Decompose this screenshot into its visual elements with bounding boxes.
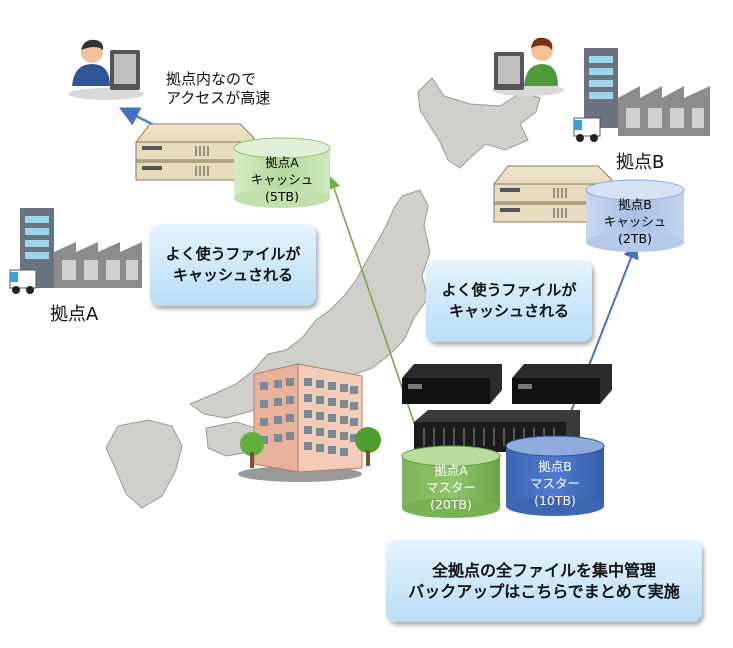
- hq-note: 拠点内なので アクセスが高速: [166, 70, 270, 108]
- master-b-line-2: マスター: [506, 475, 604, 492]
- site-a-callout-line-2: キャッシュされる: [173, 265, 293, 286]
- master-a-line-2: マスター: [402, 479, 500, 496]
- building-icon: [238, 364, 381, 482]
- site-b-callout-line-2: キャッシュされる: [449, 301, 569, 322]
- cache-b-line-3: (2TB): [586, 230, 684, 247]
- cache-b-line-1: 拠点B: [586, 196, 684, 213]
- factory-icon: [10, 208, 142, 294]
- hq-note-line-1: 拠点内なので: [166, 70, 270, 89]
- cache-b-label: 拠点B キャッシュ (2TB): [586, 196, 684, 247]
- site-a-callout-line-1: よく使うファイルが: [166, 244, 301, 265]
- master-a-label: 拠点A マスター (20TB): [402, 462, 500, 513]
- site-a-label: 拠点A: [50, 300, 98, 326]
- master-b-line-1: 拠点B: [506, 458, 604, 475]
- site-a-callout: よく使うファイルが キャッシュされる: [150, 224, 316, 306]
- master-b-label: 拠点B マスター (10TB): [506, 458, 604, 509]
- cache-b-line-2: キャッシュ: [586, 213, 684, 230]
- cache-a-line-1: 拠点A: [234, 154, 330, 171]
- cache-a-line-2: キャッシュ: [234, 171, 330, 188]
- cache-a-label: 拠点A キャッシュ (5TB): [234, 154, 330, 205]
- user-icon: [68, 40, 144, 100]
- hq-note-line-2: アクセスが高速: [166, 89, 270, 108]
- server-icon: [512, 364, 612, 404]
- cache-a-line-3: (5TB): [234, 188, 330, 205]
- central-management-callout: 全拠点の全ファイルを集中管理 バックアップはこちらでまとめて実施: [386, 540, 702, 622]
- master-a-line-1: 拠点A: [402, 462, 500, 479]
- master-b-line-3: (10TB): [506, 492, 604, 509]
- master-a-line-3: (20TB): [402, 496, 500, 513]
- site-b-label: 拠点B: [616, 148, 664, 174]
- site-b-callout: よく使うファイルが キャッシュされる: [426, 260, 592, 342]
- central-callout-line-1: 全拠点の全ファイルを集中管理: [432, 560, 656, 581]
- server-icon: [402, 364, 502, 404]
- factory-icon: [574, 48, 710, 142]
- user-icon: [492, 38, 564, 96]
- central-callout-line-2: バックアップはこちらでまとめて実施: [408, 581, 680, 602]
- site-b-callout-line-1: よく使うファイルが: [442, 280, 577, 301]
